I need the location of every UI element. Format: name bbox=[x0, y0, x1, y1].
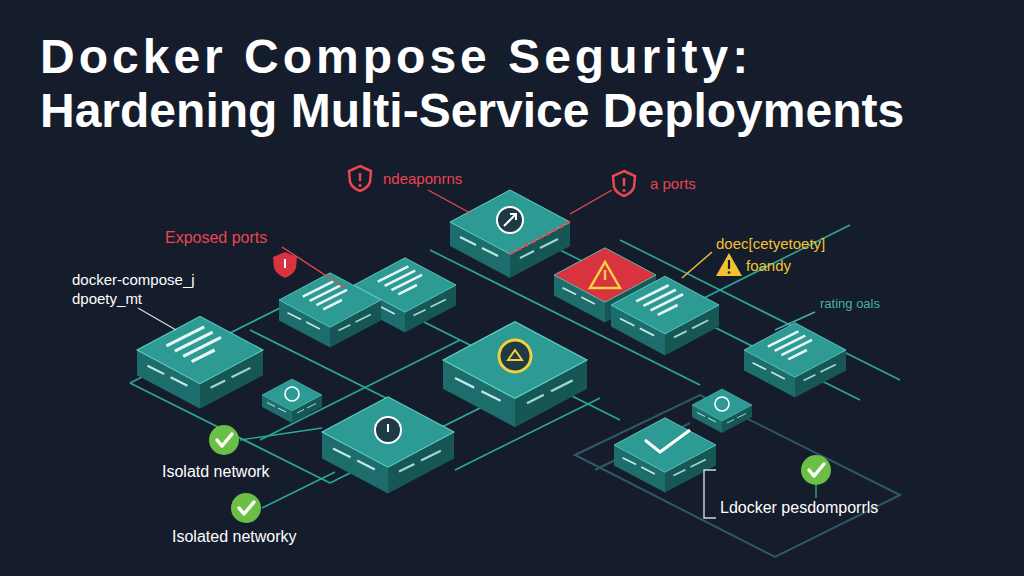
warning-icons bbox=[728, 260, 730, 269]
box-group bbox=[166, 327, 221, 362]
check-icons bbox=[801, 455, 831, 485]
box-icons bbox=[645, 430, 690, 452]
leader-lines bbox=[775, 312, 815, 330]
box-group bbox=[378, 266, 422, 294]
leader-lines bbox=[240, 428, 322, 440]
box-group bbox=[450, 190, 570, 278]
box-group bbox=[636, 285, 683, 315]
page-title: Docker Compose Segurity: Hardening Multi… bbox=[40, 30, 920, 138]
callout-label: ndeaponrns bbox=[383, 170, 462, 187]
callout-label: Exposed ports bbox=[165, 229, 267, 247]
box-group bbox=[137, 190, 846, 494]
callout-label: a ports bbox=[650, 175, 696, 192]
callout-label: rating oals bbox=[820, 297, 880, 312]
callout-label: docker-compose_j bbox=[72, 271, 195, 288]
leader-lines bbox=[704, 470, 716, 518]
callout-label: dpoety_mt bbox=[72, 290, 142, 307]
warning-icons bbox=[728, 271, 731, 274]
leader-lines bbox=[428, 190, 472, 214]
warning-icons bbox=[273, 166, 742, 278]
box-icons bbox=[508, 350, 522, 360]
box-group bbox=[322, 397, 454, 494]
box-group bbox=[611, 276, 719, 355]
box-icons bbox=[510, 222, 570, 254]
leader-lines bbox=[262, 472, 335, 508]
network-lines bbox=[560, 250, 860, 400]
box-icons bbox=[497, 207, 523, 233]
box-icons bbox=[387, 424, 389, 432]
callout-label: Isolatd network bbox=[162, 463, 270, 481]
box-icons bbox=[590, 262, 620, 288]
box-group bbox=[768, 331, 812, 359]
leader-lines bbox=[138, 190, 816, 518]
box-group bbox=[443, 322, 587, 428]
box-icons bbox=[285, 207, 729, 452]
leader-lines bbox=[815, 485, 816, 498]
box-icons bbox=[715, 397, 729, 411]
leader-lines bbox=[138, 308, 176, 330]
box-group bbox=[262, 379, 322, 423]
box-group bbox=[614, 418, 716, 493]
leader-lines bbox=[570, 190, 612, 214]
callout-label: foandy bbox=[746, 257, 791, 274]
box-icons bbox=[504, 214, 516, 226]
box-group bbox=[279, 273, 381, 348]
warning-icons bbox=[716, 253, 742, 276]
box-group bbox=[744, 323, 846, 398]
box-icons bbox=[604, 270, 607, 280]
box-icons bbox=[499, 340, 531, 372]
network-lines bbox=[700, 225, 850, 300]
check-icons bbox=[231, 493, 261, 523]
box-icons bbox=[285, 387, 299, 401]
check-icons bbox=[209, 425, 239, 455]
callout-label: Isolated networky bbox=[172, 528, 297, 546]
warning-icons bbox=[613, 171, 635, 196]
callout-label: Ldocker pesdomporrls bbox=[720, 499, 878, 517]
warning-icons bbox=[349, 166, 371, 191]
warning-icons bbox=[273, 252, 297, 278]
box-group bbox=[137, 316, 263, 408]
warning-icons bbox=[284, 259, 286, 268]
leader-lines bbox=[682, 252, 712, 278]
box-icons bbox=[375, 417, 401, 443]
box-group bbox=[692, 389, 752, 433]
callout-label: doec[cetyetoety] bbox=[716, 235, 825, 252]
